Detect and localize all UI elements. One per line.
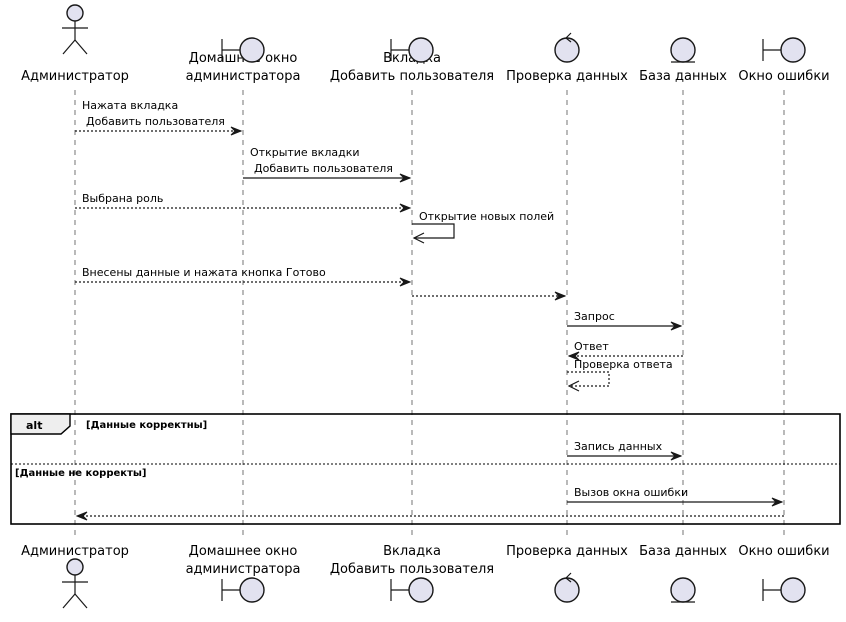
participant-heads-bottom: Администратор Домашнее окно администратора… xyxy=(21,544,830,609)
message-6 xyxy=(412,291,567,301)
alt-guard-1: [Данные корректны] xyxy=(86,420,207,431)
participant-label-home-bottom: администратора xyxy=(186,562,301,577)
message-5: Внесены данные и нажата кнопка Готово xyxy=(75,266,412,287)
participant-label-admin-bottom: Администратор xyxy=(21,544,129,559)
participant-label-home-top: администратора xyxy=(186,69,301,84)
err-top-boundary-icon xyxy=(762,37,806,63)
participant-label-home-bottom: Домашнее окно xyxy=(189,544,298,559)
message-label: Проверка ответа xyxy=(574,358,673,371)
message-10: Запись данных xyxy=(567,440,683,461)
arrowhead xyxy=(399,203,412,213)
arrowhead xyxy=(567,380,580,392)
admin-top-actor-icon xyxy=(62,4,88,55)
arrowhead xyxy=(670,321,683,331)
check-bottom-control-icon xyxy=(554,572,580,603)
err-bottom-boundary-icon xyxy=(762,577,806,603)
tab-bottom-boundary-icon xyxy=(390,577,434,603)
arrowhead xyxy=(230,126,243,136)
participant-label-check-bottom: Проверка данных xyxy=(506,544,628,559)
arrowhead xyxy=(412,232,425,244)
message-label: Вызов окна ошибки xyxy=(574,486,688,499)
arrowhead xyxy=(399,173,412,183)
participant-label-db-bottom: База данных xyxy=(639,544,727,559)
arrowhead xyxy=(554,291,567,301)
participant-label-admin-top: Администратор xyxy=(21,69,129,84)
arrowhead xyxy=(567,351,580,361)
participant-label-tab-top: Добавить пользователя xyxy=(330,69,494,84)
message-12 xyxy=(75,511,784,521)
arrowhead xyxy=(399,277,412,287)
message-label: Открытие новых полей xyxy=(419,210,554,223)
message-label: Ответ xyxy=(574,340,609,353)
alt-fragment: alt [Данные корректны] [Данные не корректы… xyxy=(10,413,841,525)
self-message-line xyxy=(567,371,610,387)
db-top-entity-icon xyxy=(670,37,696,63)
alt-guard-2: [Данные не корректы] xyxy=(15,468,146,479)
message-label: Выбрана роль xyxy=(82,192,163,205)
alt-tab xyxy=(10,413,71,435)
message-11: Вызов окна ошибки xyxy=(567,486,784,507)
message-7: Запрос xyxy=(567,310,683,331)
arrowhead xyxy=(771,497,784,507)
message-8: Ответ xyxy=(567,340,683,361)
lifelines xyxy=(74,90,785,540)
check-top-control-icon xyxy=(554,32,580,63)
message-label: Внесены данные и нажата кнопка Готово xyxy=(82,266,326,279)
message-label: Нажата вкладка xyxy=(82,99,178,112)
message-label: Запрос xyxy=(574,310,615,323)
participant-label-tab-bottom: Добавить пользователя xyxy=(330,562,494,577)
arrowhead xyxy=(670,451,683,461)
tab-top-boundary-icon xyxy=(390,37,434,63)
db-bottom-entity-icon xyxy=(670,577,696,603)
home-bottom-boundary-icon xyxy=(221,577,265,603)
participant-label-tab-bottom: Вкладка xyxy=(383,544,441,559)
alt-frame xyxy=(10,413,841,525)
participant-label-check-top: Проверка данных xyxy=(506,69,628,84)
message-label: Открытие вкладки xyxy=(250,146,360,159)
alt-keyword: alt xyxy=(26,419,42,432)
message-4: Открытие новых полей xyxy=(412,210,554,244)
arrowhead xyxy=(75,511,88,521)
participant-label-err-bottom: Окно ошибки xyxy=(738,544,829,559)
participant-label-err-top: Окно ошибки xyxy=(738,69,829,84)
home-top-boundary-icon xyxy=(221,37,265,63)
message-3: Выбрана роль xyxy=(75,192,412,213)
message-label: Добавить пользователя xyxy=(254,162,393,175)
message-label: Добавить пользователя xyxy=(86,115,225,128)
participant-label-db-top: База данных xyxy=(639,69,727,84)
message-label: Запись данных xyxy=(574,440,663,453)
admin-bottom-actor-icon xyxy=(62,558,88,609)
self-message-line xyxy=(412,223,455,239)
message-9: Проверка ответа xyxy=(567,358,673,392)
